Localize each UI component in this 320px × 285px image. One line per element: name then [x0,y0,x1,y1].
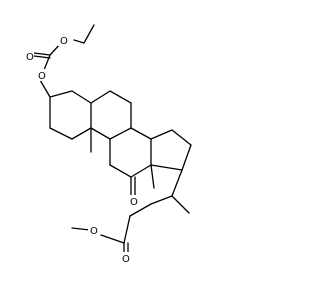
bond [49,127,73,140]
bond [109,127,132,140]
bond [171,169,183,197]
bond [130,127,152,140]
bond [150,164,155,189]
bond [90,127,111,140]
bond [130,164,152,178]
bond [171,195,190,214]
ring-d [150,129,192,171]
bond [129,203,152,217]
bond [181,144,192,171]
ring-a [49,90,92,140]
bond [90,90,111,104]
ring-c [109,127,155,196]
atom-label-oxygen: O [38,71,46,82]
bond [49,90,73,98]
bond [33,52,51,56]
bond [150,195,173,205]
bond [83,24,95,44]
bond [100,234,125,244]
bond [71,90,92,104]
atom-label-oxygen: O [26,52,34,63]
ring-b [90,90,132,153]
bond [109,164,132,178]
atom-label-oxygen: O [60,36,68,47]
bond [39,79,51,98]
bond [71,127,92,140]
bond [150,164,183,171]
bond [33,55,51,59]
atom-label-oxygen: O [90,226,98,237]
atom-label-oxygen: O [122,254,130,265]
bond [150,129,173,140]
atom-label-oxygen: O [130,197,138,208]
bond [171,129,192,146]
bond [43,54,51,71]
atom-labels: O O O O O O [24,34,138,265]
bond [123,215,131,244]
bond [73,39,85,44]
chemical-structure-diagram: O O O O O O [24,24,192,265]
bond [109,90,132,104]
bond [71,227,91,231]
